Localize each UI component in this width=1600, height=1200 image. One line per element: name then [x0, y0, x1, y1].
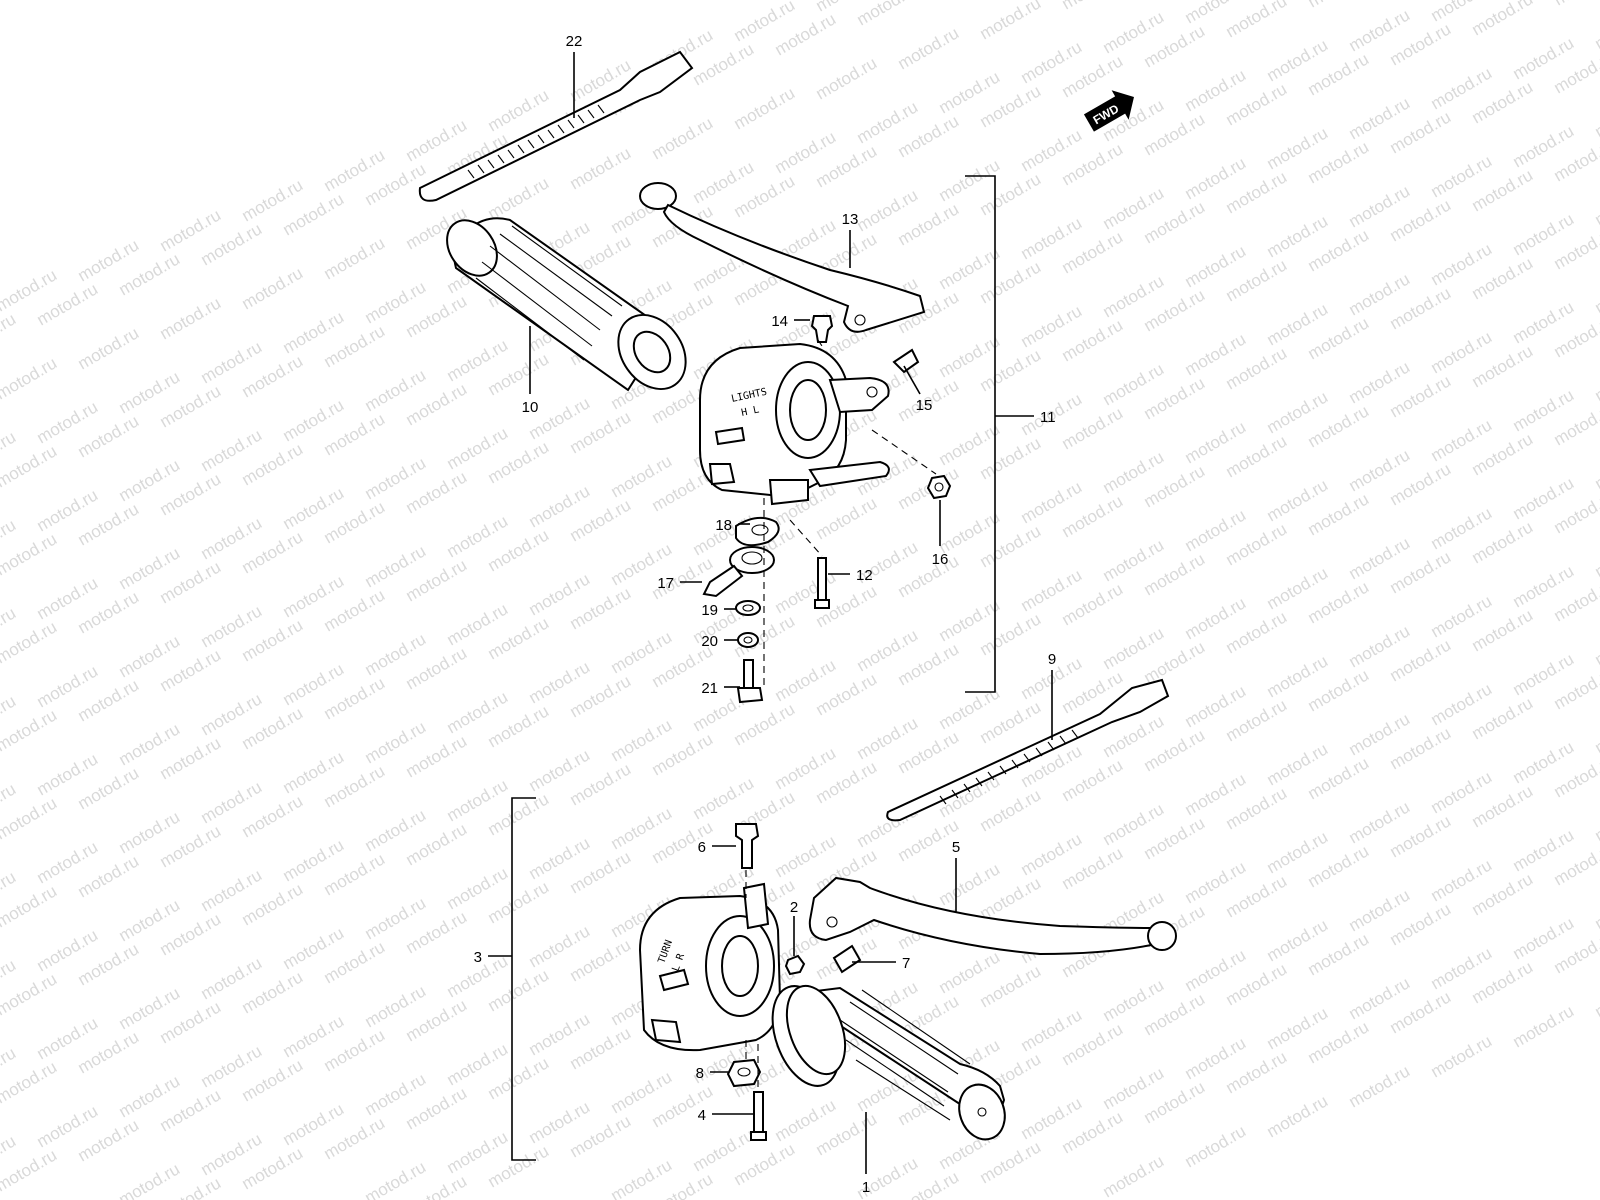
watermark-text: motod.ru — [1510, 1001, 1578, 1051]
watermark-text: motod.ru — [1469, 0, 1537, 39]
watermark-text: motod.ru — [813, 53, 881, 103]
callout-1: 1 — [862, 1179, 870, 1196]
part-4-screw — [750, 1091, 767, 1141]
watermark-text: motod.ru — [1592, 179, 1600, 229]
watermark-text: motod.ru — [239, 263, 307, 313]
lower-assembly-lines — [745, 870, 759, 1092]
callout-2: 2 — [790, 899, 798, 916]
callout-7: 7 — [902, 955, 910, 972]
upper-switch-housing: LIGHTS H L — [699, 342, 890, 506]
watermark-text: motod.ru — [485, 173, 553, 223]
watermark-text: motod.ru — [116, 1159, 184, 1200]
watermark-text: motod.ru — [1182, 1121, 1250, 1171]
lower-switch-housing: TURN L R — [638, 882, 782, 1052]
callout-13: 13 — [842, 211, 859, 228]
watermark-text: motod.ru — [75, 323, 143, 373]
watermark-text: motod.ru — [1223, 0, 1291, 41]
part-7-clip — [832, 944, 862, 974]
callout-3: 3 — [474, 949, 482, 966]
callout-19: 19 — [701, 602, 718, 619]
watermark-text: motod.ru — [1346, 1061, 1414, 1111]
part-2-nut — [784, 954, 806, 976]
watermark-text: motod.ru — [1592, 531, 1600, 581]
callout-labels: 1 2 3 4 5 6 7 8 9 10 11 12 13 14 15 16 1… — [474, 33, 1057, 1196]
callout-6: 6 — [698, 839, 706, 856]
part-22-strap — [418, 50, 694, 202]
leader-lines — [529, 52, 1053, 1174]
watermark-text: motod.ru — [0, 309, 19, 359]
watermark-text: motod.ru — [1592, 707, 1600, 757]
callout-11: 11 — [1040, 409, 1056, 426]
callout-4: 4 — [698, 1107, 706, 1124]
part-5-lever — [808, 876, 1177, 956]
bracket-11 — [965, 175, 1034, 693]
part-13-lever — [639, 182, 926, 333]
part-9-strap — [886, 678, 1170, 822]
part-8-nut — [726, 1058, 762, 1088]
callout-10: 10 — [522, 399, 539, 416]
watermark-text: motod.ru — [1592, 443, 1600, 493]
watermark-text: motod.ru — [567, 143, 635, 193]
part-6-screw — [735, 823, 760, 869]
watermark-text: motod.ru — [649, 113, 717, 163]
part-20-washer — [737, 632, 759, 648]
watermark-text: motod.ru — [1592, 883, 1600, 933]
callout-21: 21 — [701, 680, 718, 697]
part-19-washer — [735, 600, 761, 616]
callout-18: 18 — [715, 517, 732, 534]
watermark-text: motod.ru — [731, 83, 799, 133]
watermark-text: motod.ru — [977, 0, 1045, 43]
part-15-clip — [892, 348, 920, 374]
callout-20: 20 — [701, 633, 718, 650]
part-17-choke-lever — [702, 546, 775, 598]
watermark-text: motod.ru — [854, 0, 922, 29]
hl-marking: H L — [740, 404, 760, 419]
callout-22: 22 — [566, 33, 583, 50]
watermark-text: motod.ru — [0, 353, 60, 403]
part-16-nut — [926, 474, 952, 500]
watermark-text: motod.ru — [1264, 1091, 1332, 1141]
watermark-text: motod.ru — [1592, 971, 1600, 1021]
watermark-text: motod.ru — [321, 233, 389, 283]
callout-15: 15 — [916, 397, 933, 414]
watermark-text: motod.ru — [1059, 0, 1127, 13]
callout-9: 9 — [1048, 651, 1056, 668]
callout-5: 5 — [952, 839, 960, 856]
watermark-text: motod.ru — [1592, 795, 1600, 845]
upper-assembly-lines — [763, 339, 937, 690]
bracket-3 — [488, 797, 536, 1161]
callout-12: 12 — [856, 567, 873, 584]
watermark-text: motod.ru — [1592, 3, 1600, 53]
watermark-text: motod.ru — [1551, 0, 1600, 9]
watermark-text: motod.ru — [157, 293, 225, 343]
part-1-grip — [771, 984, 1006, 1141]
watermark-text: motod.ru — [1592, 355, 1600, 405]
watermark-text: motod.ru — [1428, 1031, 1496, 1081]
callout-16: 16 — [932, 551, 949, 568]
part-21-bolt — [736, 659, 764, 704]
watermark-text: motod.ru — [895, 23, 963, 73]
watermark-text: motod.ru — [1100, 1151, 1168, 1200]
callout-17: 17 — [657, 575, 674, 592]
callout-8: 8 — [696, 1065, 704, 1082]
watermark-text: motod.ru — [1305, 0, 1373, 11]
watermark-text: motod.ru — [1592, 91, 1600, 141]
watermark-text: motod.ru — [1592, 267, 1600, 317]
watermark-text: motod.ru — [1592, 619, 1600, 669]
watermark-text: motod.ru — [362, 1157, 430, 1200]
part-14-bolt — [810, 315, 834, 343]
part-12-screw — [814, 557, 830, 609]
part-10-grip — [446, 217, 687, 392]
callout-14: 14 — [771, 313, 788, 330]
